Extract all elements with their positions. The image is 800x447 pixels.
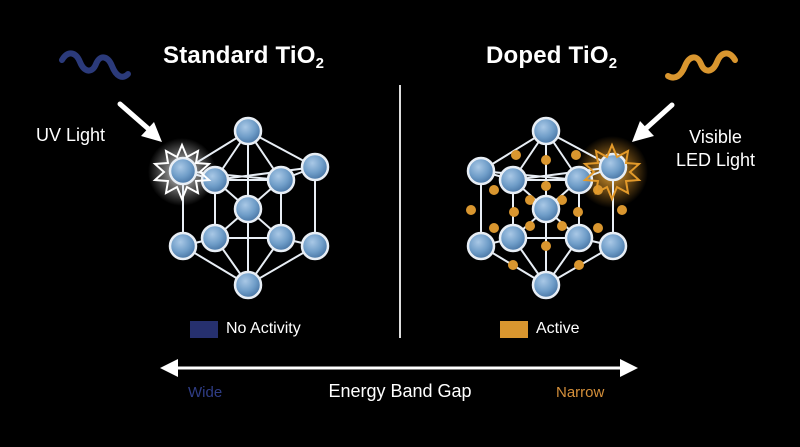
dopant-atom xyxy=(525,195,535,205)
starburst-icon xyxy=(582,142,642,202)
led-label-line2: LED Light xyxy=(676,150,756,170)
axis-narrow-label: Narrow xyxy=(556,384,605,401)
uv-arrow-icon xyxy=(117,101,162,142)
starburst-icon xyxy=(152,142,212,202)
ti-atom xyxy=(266,165,296,195)
uv-wave-icon xyxy=(59,50,131,80)
dopant-atom xyxy=(574,260,584,270)
ti-atom xyxy=(233,194,263,224)
ti-atom xyxy=(466,156,496,186)
ti-atom xyxy=(598,231,628,261)
dopant-atom xyxy=(573,207,583,217)
dopant-atom xyxy=(509,207,519,217)
ti-atom xyxy=(233,116,263,146)
bond-line xyxy=(480,170,580,181)
bond-line xyxy=(214,166,316,181)
no-activity-label: No Activity xyxy=(226,320,301,337)
bond-line xyxy=(512,166,614,181)
ti-atom xyxy=(498,223,528,253)
active-swatch xyxy=(500,320,528,338)
dopant-atom xyxy=(593,223,603,233)
legend-active: Active xyxy=(500,320,580,338)
doped-tio2-title: Doped TiO2 xyxy=(486,42,618,72)
dopant-atom xyxy=(541,241,551,251)
ti-atom xyxy=(531,270,561,300)
ti-atom xyxy=(531,194,561,224)
ti-atom xyxy=(168,231,198,261)
standard-tio2-lattice xyxy=(148,116,330,300)
dopant-atom xyxy=(508,260,518,270)
energy-band-gap-label: Energy Band Gap xyxy=(328,381,472,401)
dopant-atom xyxy=(557,195,567,205)
active-label: Active xyxy=(536,320,580,337)
ti-atom xyxy=(466,231,496,261)
dopant-atom xyxy=(617,205,627,215)
ti-atom xyxy=(266,223,296,253)
legend-no-activity: No Activity xyxy=(190,320,301,338)
dopant-atom xyxy=(541,181,551,191)
doped-tio2-lattice xyxy=(466,116,648,300)
dopant-atom xyxy=(489,185,499,195)
dopant-atom xyxy=(557,221,567,231)
ti-atom xyxy=(564,223,594,253)
dopant-atom xyxy=(541,155,551,165)
dopant-atom xyxy=(511,150,521,160)
dopant-atom xyxy=(489,223,499,233)
led-wave-icon xyxy=(665,50,738,81)
led-arrow-icon xyxy=(632,102,675,142)
ti-atom xyxy=(233,270,263,300)
axis-wide-label: Wide xyxy=(188,384,223,401)
double-arrow-icon xyxy=(160,359,638,377)
ti-atom xyxy=(300,231,330,261)
ti-atom xyxy=(598,152,628,182)
standard-tio2-title: Standard TiO2 xyxy=(163,42,325,72)
led-label-line1: Visible xyxy=(689,127,742,147)
dopant-atom xyxy=(571,150,581,160)
ti-atom xyxy=(498,165,528,195)
ti-atom xyxy=(531,116,561,146)
ti-atom xyxy=(300,152,330,182)
visible-led-light-label: Visible LED Light xyxy=(676,126,755,172)
ti-atom xyxy=(200,223,230,253)
dopant-atom xyxy=(466,205,476,215)
no-activity-swatch xyxy=(190,320,218,338)
dopant-atom xyxy=(525,221,535,231)
uv-light-label: UV Light xyxy=(36,125,106,145)
ti-atom xyxy=(168,156,198,186)
